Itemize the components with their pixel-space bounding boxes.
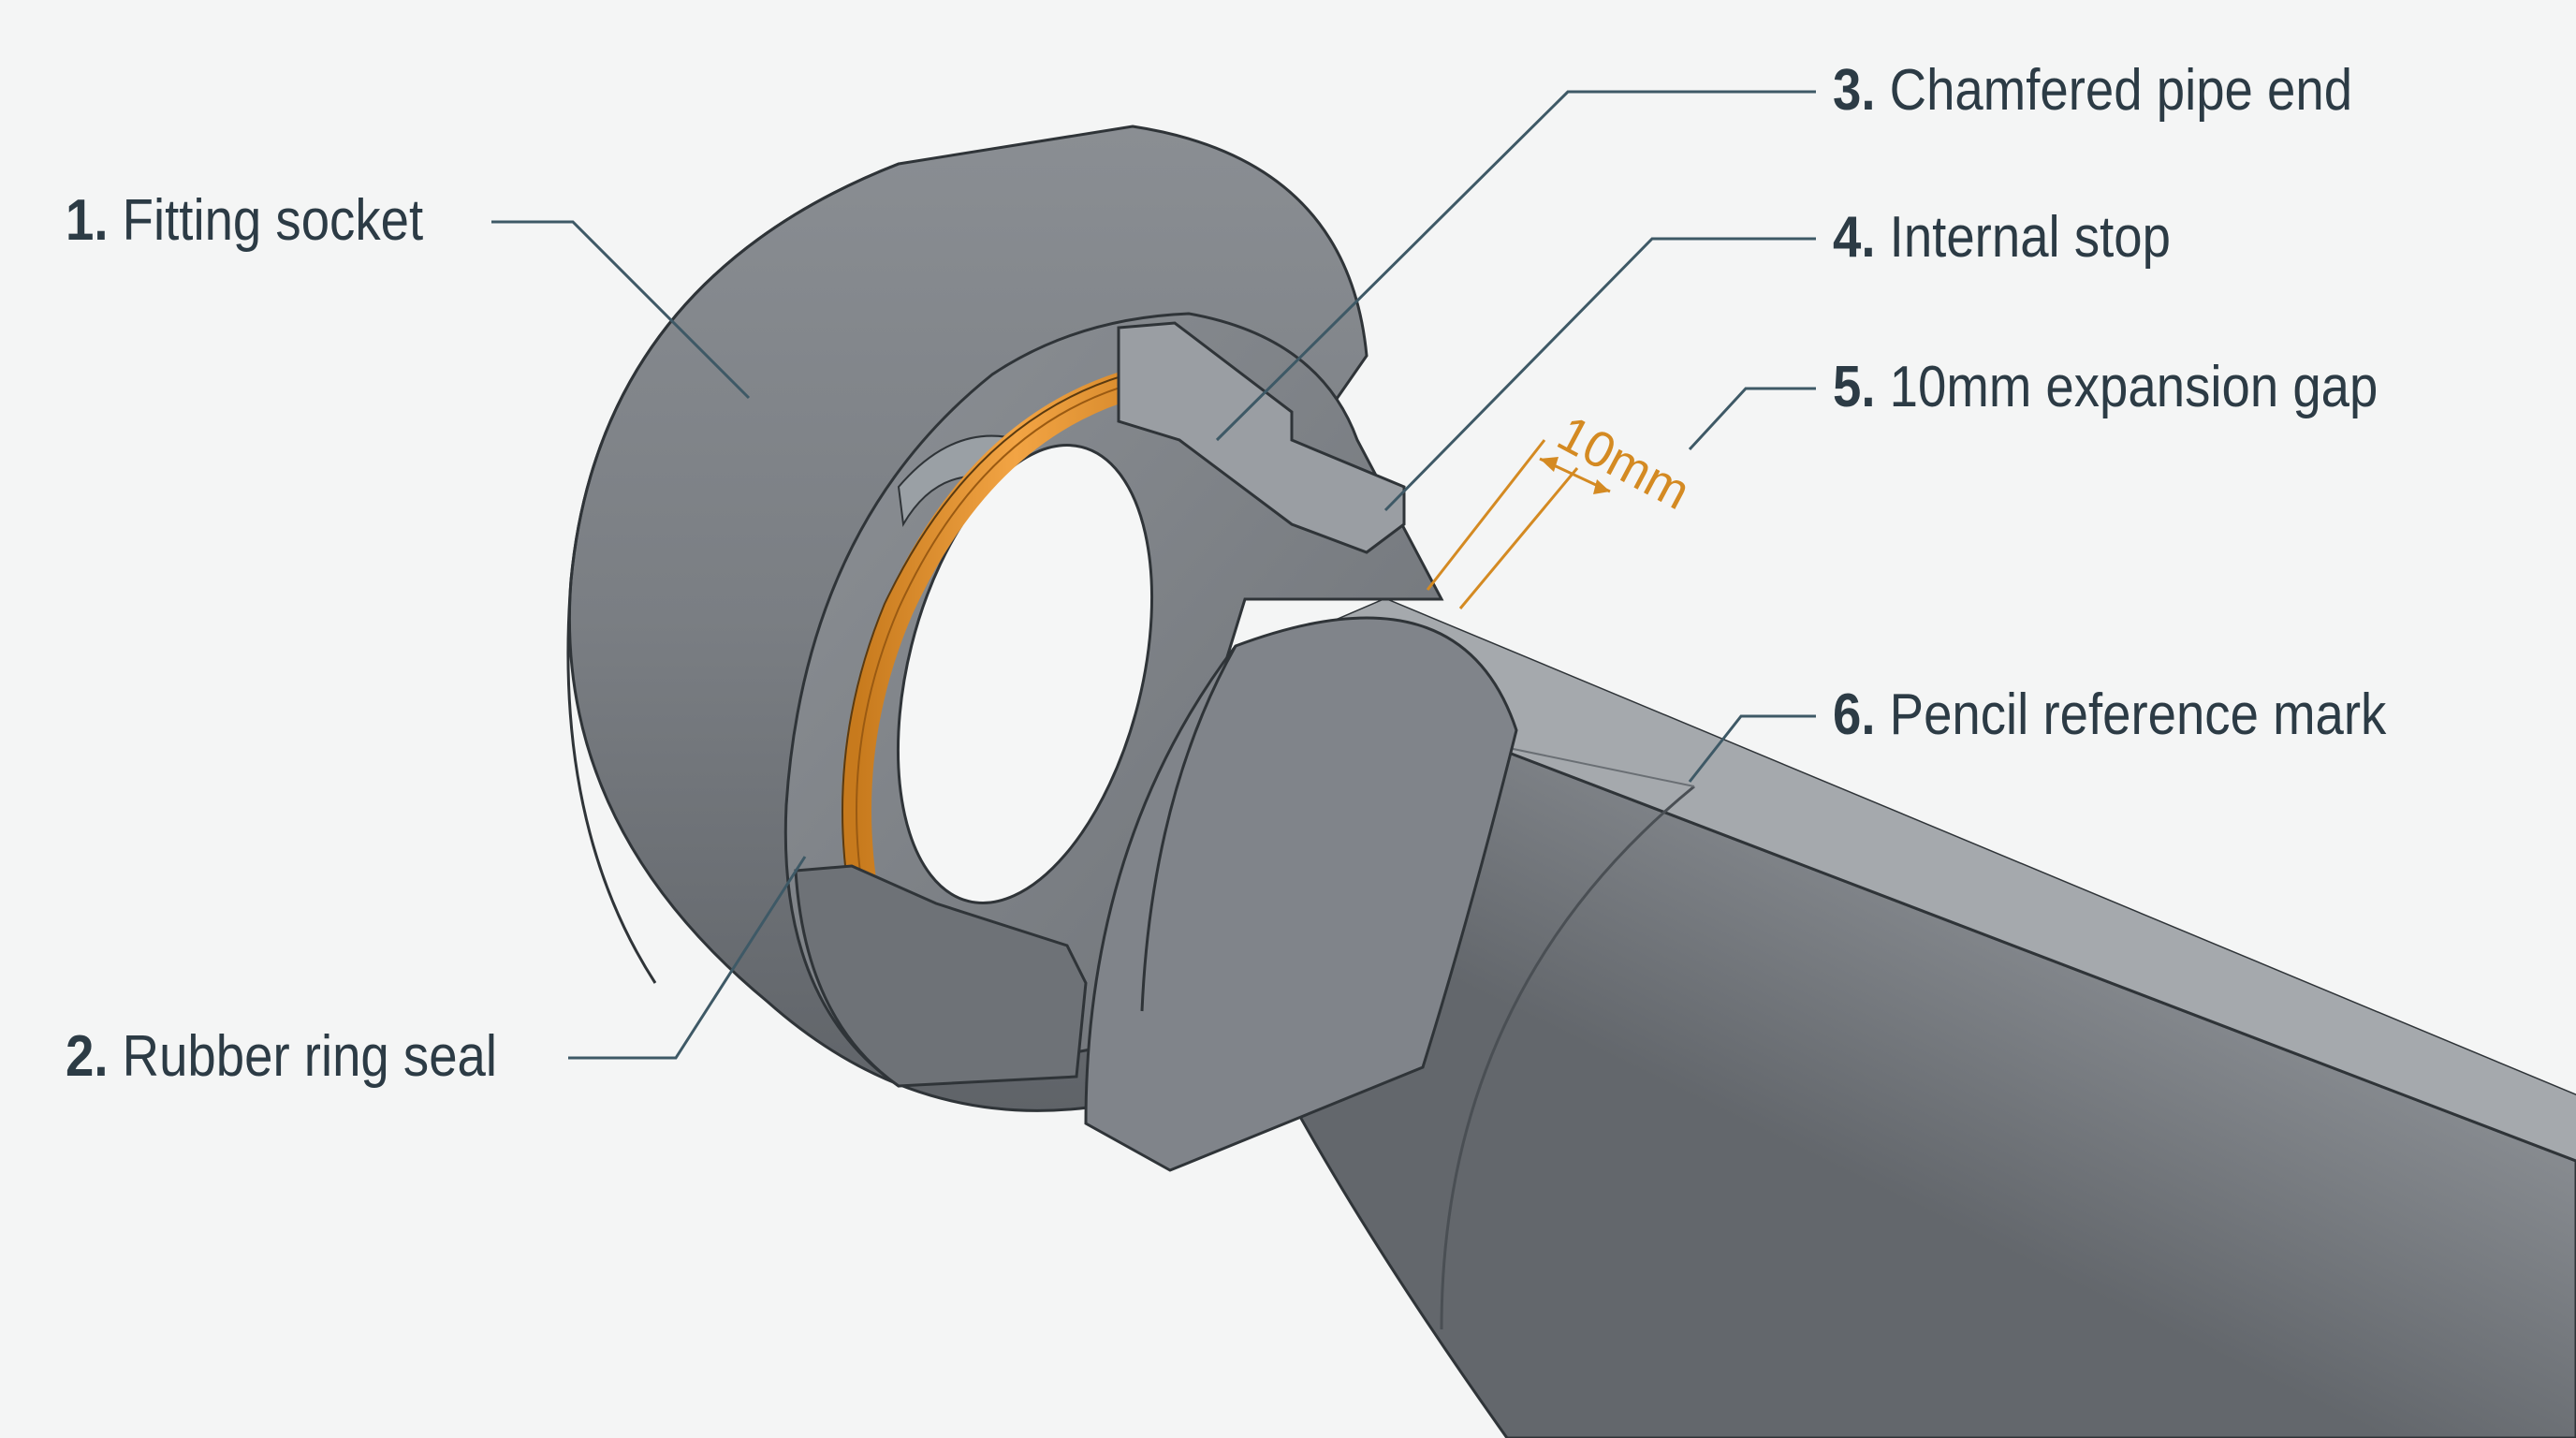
callout-3-text: Chamfered pipe end: [1889, 58, 2353, 123]
callout-3-number: 3.: [1833, 58, 1876, 123]
callout-chamfered-pipe-end: 3. Chamfered pipe end: [1833, 62, 2352, 120]
callout-4-number: 4.: [1833, 205, 1876, 270]
socket-lower-section: [794, 864, 1088, 1088]
callout-1-text: Fitting socket: [122, 188, 424, 253]
callout-2-text: Rubber ring seal: [122, 1024, 498, 1089]
callout-fitting-socket: 1. Fitting socket: [66, 192, 423, 250]
callout-5-number: 5.: [1833, 355, 1876, 419]
callout-5-text: 10mm expansion gap: [1889, 355, 2378, 419]
callout-rubber-ring-seal: 2. Rubber ring seal: [66, 1028, 497, 1086]
socket-bore: [896, 444, 1154, 904]
leader-2: [568, 856, 807, 1060]
callout-6-text: Pencil reference mark: [1889, 682, 2387, 747]
pipe-top-face: [1254, 599, 2576, 1161]
leader-lines: [491, 90, 1816, 1060]
callout-4-text: Internal stop: [1889, 205, 2171, 270]
leader-6: [1688, 714, 1816, 783]
expansion-gap-dimension: [1426, 439, 1611, 609]
chamfered-pipe-end: [1084, 616, 1518, 1172]
callout-internal-stop: 4. Internal stop: [1833, 209, 2171, 267]
socket-upper-section: [1117, 321, 1406, 554]
leader-3: [1215, 90, 1816, 442]
leader-5: [1688, 387, 1816, 451]
callout-expansion-gap: 5. 10mm expansion gap: [1833, 359, 2378, 417]
callout-1-number: 1.: [66, 188, 109, 253]
pencil-reference-mark: [1440, 785, 1695, 1330]
callout-2-number: 2.: [66, 1024, 109, 1089]
callout-pencil-reference-mark: 6. Pencil reference mark: [1833, 686, 2386, 744]
leader-4: [1383, 237, 1816, 512]
leader-1: [491, 220, 751, 400]
dimension-label: 10mm: [1548, 405, 1699, 521]
callout-6-number: 6.: [1833, 682, 1876, 747]
